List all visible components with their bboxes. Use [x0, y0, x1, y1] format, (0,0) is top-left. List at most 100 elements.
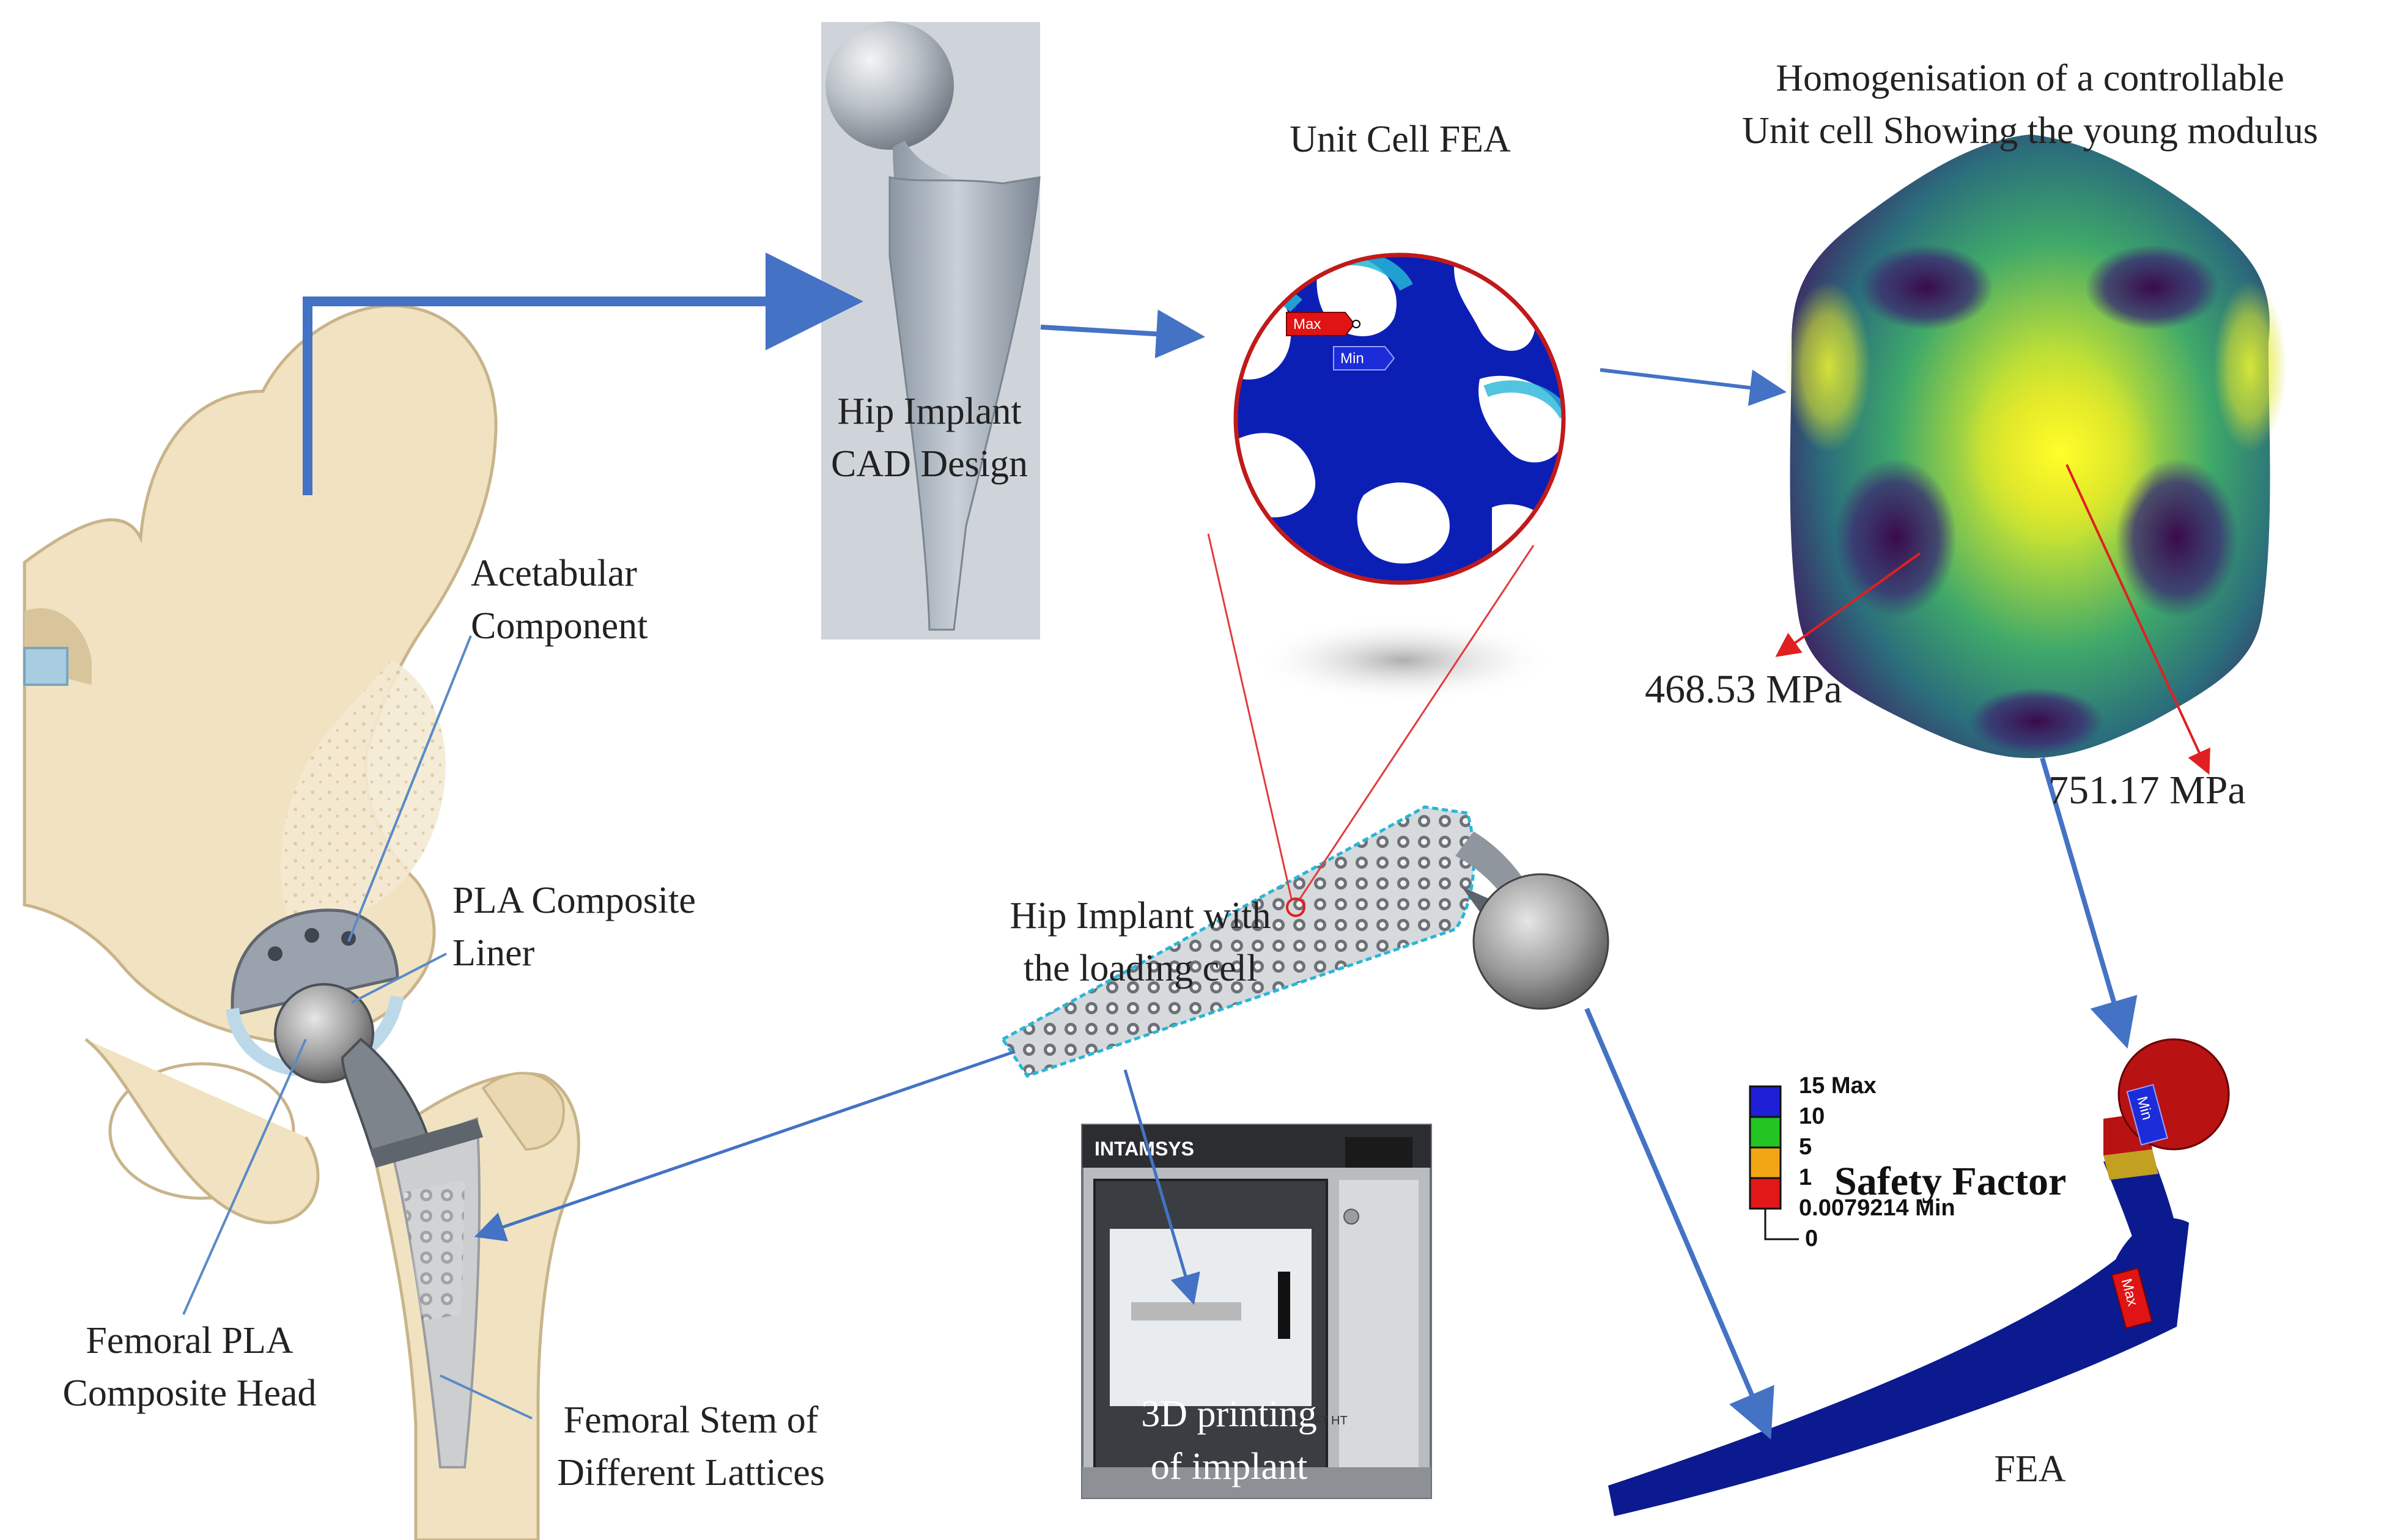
femoral-head-line-1: Femoral PLA — [86, 1320, 293, 1361]
unit-cell-min-tag: Min — [1333, 346, 1395, 370]
pla-liner-line-2: Liner — [452, 932, 535, 974]
acetabular-line-2: Component — [471, 605, 648, 647]
printer-door-handle — [1278, 1272, 1290, 1339]
printer-base — [1082, 1467, 1431, 1498]
fea-stem-body — [1608, 1218, 2189, 1516]
printer-screen — [1345, 1137, 1412, 1168]
arrow-anatomy-to-cad — [303, 252, 863, 495]
zoom-line-right — [1299, 545, 1535, 899]
pointer-femoral-head — [182, 1039, 307, 1315]
legend-zero-bracket — [1764, 1209, 1799, 1240]
legend-tick-label: 0 — [1805, 1226, 1818, 1251]
greater-trochanter — [481, 1072, 565, 1151]
loading-cell-line-1: Hip Implant with — [1010, 895, 1271, 937]
zoom-line-left — [1207, 533, 1293, 899]
arrow-cad-to-unit-cell — [1040, 309, 1205, 359]
flow-arrows — [182, 252, 2138, 1440]
unit-cell-fea-label: Unit Cell FEA — [1290, 119, 1511, 160]
cad-femoral-ball — [825, 21, 954, 150]
modulus-dark-region-1 — [1859, 245, 1993, 330]
femoral-head-line-2: Composite Head — [62, 1372, 317, 1414]
legend-tick-label: 1 — [1799, 1165, 1812, 1190]
printer-model: FUNMAT HT — [1278, 1414, 1348, 1428]
gyroid-cavity-7 — [1492, 504, 1560, 577]
pointer-pla-liner — [351, 952, 447, 1004]
homogenisation-label: Homogenisation of a controllable Unit ce… — [1688, 52, 2372, 157]
modulus-peak-region — [1963, 355, 2158, 550]
modulus-dark-region-5 — [1969, 688, 2103, 755]
legend-tick-label: 5 — [1799, 1134, 1812, 1160]
loading-cell-line-2: the loading cell — [1023, 948, 1258, 989]
loading-cell-label: Hip Implant with the loading cell — [942, 890, 1339, 995]
gyroid-cavity-6 — [1357, 482, 1450, 564]
acetabular-label: Acetabular Component — [471, 547, 648, 652]
pla-liner-label: PLA Composite Liner — [452, 874, 696, 979]
fea-max-tag: Max — [2111, 1267, 2153, 1329]
legend-color-block — [1749, 1177, 1782, 1210]
hip-anatomy-illustration — [23, 304, 580, 1540]
fea-label: FEA — [1994, 1448, 2066, 1490]
unit-cell-max-tag: Max — [1286, 312, 1356, 336]
legend-tick-label: 15 Max — [1799, 1073, 1877, 1099]
min-modulus-value: 468.53 MPa — [1645, 667, 1842, 712]
femoral-stem-label: Femoral Stem of Different Lattices — [501, 1394, 880, 1499]
sacroiliac-joint — [23, 647, 68, 686]
unit-cell-fea-view: Max Min — [1233, 252, 1566, 703]
acetabular-line-1: Acetabular — [471, 553, 637, 594]
pla-liner-line-1: PLA Composite — [452, 880, 696, 921]
arrow-loading-to-femur — [474, 1050, 1016, 1242]
stem-lattice — [404, 1180, 465, 1321]
cup-hole-2 — [305, 928, 319, 943]
loading-femoral-ball — [1472, 873, 1609, 1010]
unit-cell-min-text: Min — [1340, 350, 1364, 367]
unit-cell-frame — [1233, 252, 1566, 585]
unit-cell-shadow — [1250, 617, 1556, 703]
printing-label: 3D printing of implant — [1095, 1388, 1364, 1493]
cup-hole-1 — [268, 946, 282, 961]
printing-line-2: of implant — [1150, 1446, 1308, 1487]
arrow-homogenisation-to-fea — [2040, 757, 2138, 1049]
arrow-loading-to-printer — [1123, 1069, 1200, 1305]
pointer-acetabular — [347, 635, 472, 942]
printer-brand: INTAMSYS — [1095, 1138, 1194, 1160]
legend-color-block — [1749, 1146, 1782, 1179]
cad-stem-body — [888, 176, 1041, 631]
lattice-stem — [1000, 805, 1475, 1078]
modulus-dark-region-2 — [2085, 245, 2220, 330]
printing-line-1: 3D printing — [1141, 1393, 1317, 1435]
neck-collar — [370, 1119, 483, 1168]
pelvis-bone — [23, 304, 498, 1044]
max-modulus-value: 751.17 MPa — [2048, 768, 2246, 812]
3d-printer: INTAMSYS FUNMAT HT — [1081, 1124, 1432, 1499]
loading-cell-marker — [1286, 897, 1305, 917]
cad-design-label: Hip Implant CAD Design — [795, 385, 1064, 490]
printer-side-panel — [1339, 1180, 1419, 1486]
femoral-stem-line-2: Different Lattices — [557, 1452, 825, 1494]
legend-tick-label: 10 — [1799, 1103, 1825, 1129]
ischium — [84, 1038, 320, 1225]
safety-factor-legend — [1749, 1085, 1799, 1240]
fea-neck-transition — [2103, 1149, 2158, 1180]
loading-cell-implant — [1000, 533, 1609, 1078]
homogenisation-line-1: Homogenisation of a controllable — [1776, 57, 2284, 99]
legend-color-block — [1749, 1085, 1782, 1118]
femoral-head-label: Femoral PLA Composite Head — [24, 1314, 355, 1420]
femoral-stem-line-1: Femoral Stem of — [563, 1399, 819, 1441]
printer-bed — [1131, 1302, 1241, 1321]
cad-design-panel — [821, 21, 1041, 639]
max-modulus-pointer — [2065, 464, 2210, 775]
modulus-yellow-region-2 — [1785, 281, 1871, 452]
pointer-femoral-stem — [440, 1374, 533, 1420]
cad-design-line-1: Hip Implant — [837, 391, 1022, 432]
unit-cell-max-text: Max — [1293, 316, 1321, 333]
homogenisation-view — [1775, 134, 2287, 775]
min-modulus-pointer — [1775, 552, 1921, 657]
pelvis-spongy-bone — [280, 660, 446, 920]
legend-color-block — [1749, 1116, 1782, 1149]
acetabular-cup — [231, 908, 399, 1017]
fea-min-tag: Min — [2126, 1084, 2168, 1146]
arrow-ball-to-fea — [1584, 1008, 1774, 1440]
arrow-unit-cell-to-homogenisation — [1600, 368, 1787, 407]
fea-result: Min Max — [1608, 1038, 2230, 1516]
